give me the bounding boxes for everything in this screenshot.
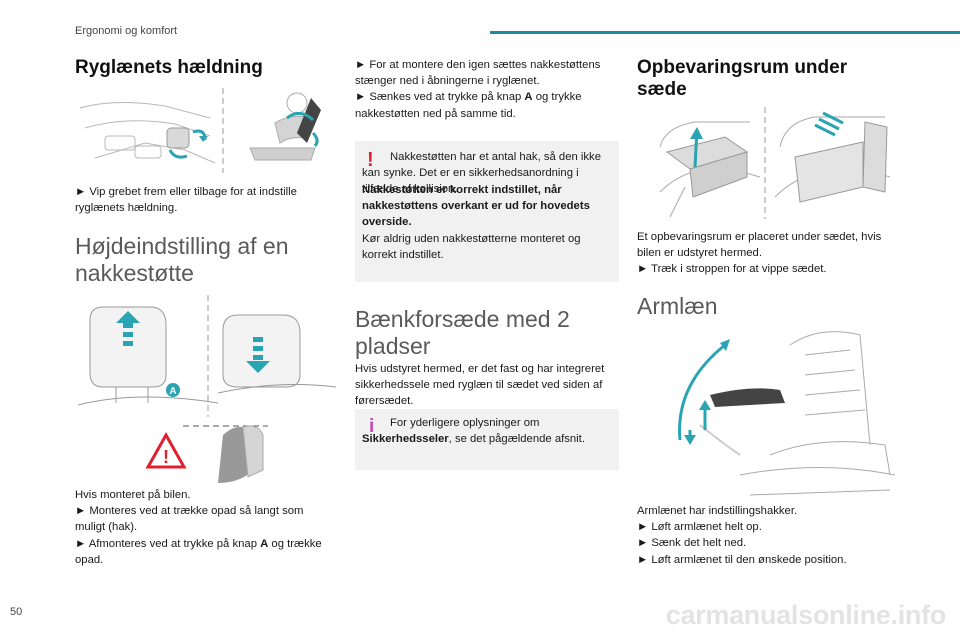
headrest-refit-text: ► For at montere den igen sættes nakkest… (355, 59, 601, 120)
section-title-bench-seat: Bænkforsæde med 2 pladser (355, 306, 570, 359)
backrest-recline-illustration (75, 88, 325, 173)
headrest-instructions: Hvis monteret på bilen. ► Monteres ved a… (75, 487, 335, 568)
headrest-remove-step: ► Afmonteres ved at trykke på knap A og … (75, 537, 322, 566)
label-a: A (169, 386, 176, 397)
warning-box: ! Nakkestøtten har et antal hak, så den … (355, 141, 619, 282)
storage-text: Et opbevaringsrum er placeret under sæde… (637, 231, 882, 276)
info-icon: i (369, 416, 375, 437)
warning-icon: ! (367, 149, 374, 171)
section-title-headrest: Højdeindstilling af en nakkestøtte (75, 233, 289, 286)
section-title-backrest: Ryglænets hældning (75, 57, 263, 78)
running-header: Ergonomi og komfort (75, 25, 178, 37)
header-accent-bar (490, 31, 960, 34)
backrest-instruction: ► Vip grebet frem eller tilbage for at i… (75, 186, 297, 215)
armrest-illustration (670, 325, 900, 500)
page-number: 50 (10, 606, 23, 618)
svg-text:!: ! (163, 447, 169, 467)
armrest-text: Armlænet har indstillingshakker. ► Løft … (637, 505, 847, 566)
watermark: carmanualsonline.info (665, 600, 947, 630)
under-seat-storage-illustration (655, 107, 895, 219)
section-title-armrest: Armlæn (637, 293, 718, 319)
bench-seat-text: Hvis udstyret hermed, er det fast og har… (355, 363, 605, 408)
headrest-illustration: A ! (78, 295, 338, 485)
section-title-storage: Opbevaringsrum under sæde (637, 57, 848, 100)
info-box: i For yderligere oplysninger om Sikkerhe… (355, 409, 619, 470)
